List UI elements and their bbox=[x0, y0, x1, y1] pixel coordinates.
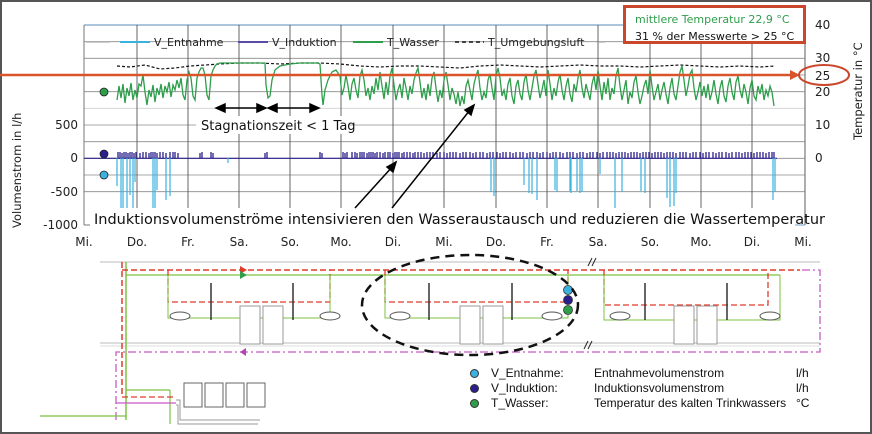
key-desc: Temperatur des kalten Trinkwassers bbox=[594, 396, 787, 410]
floor-unit-2 bbox=[384, 270, 573, 345]
stagnation-arrows bbox=[214, 102, 321, 114]
svg-text:Sa.: Sa. bbox=[230, 235, 249, 249]
chart-legend: V_Entnahme V_Induktion T_Wasser T_Umgebu… bbox=[86, 36, 605, 49]
marker-t-wasser-icon bbox=[99, 87, 109, 97]
floor-unit-3 bbox=[603, 270, 781, 345]
marker-v-entnahme-icon bbox=[99, 170, 109, 180]
svg-text:500: 500 bbox=[55, 118, 78, 132]
flow-arrow-purple-icon bbox=[240, 348, 246, 356]
stagnation-label-bg bbox=[196, 116, 348, 134]
induction-label-bg bbox=[90, 209, 790, 227]
svg-text:-1000: -1000 bbox=[43, 218, 78, 232]
svg-text:Mi.: Mi. bbox=[435, 235, 453, 249]
grid-vertical bbox=[136, 25, 753, 208]
threshold-arrow-icon bbox=[790, 70, 800, 80]
key-unit: l/h bbox=[796, 366, 809, 380]
mean-temperature-text: mittlere Temperatur 22,9 °C bbox=[635, 13, 790, 26]
svg-text:Sa.: Sa. bbox=[589, 235, 608, 249]
info-box: mittlere Temperatur 22,9 °C 31 % der Mes… bbox=[623, 5, 806, 44]
svg-text:Di.: Di. bbox=[744, 235, 760, 249]
x-tick-labels: Mi. Do. Fr. Sa. So. Mo. Di. Mi. Do. Fr. … bbox=[75, 235, 812, 249]
svg-text:V_Induktion: V_Induktion bbox=[272, 36, 337, 49]
svg-text:T_Umgebungsluft: T_Umgebungsluft bbox=[487, 36, 585, 49]
sensor-v-induktion-icon bbox=[563, 295, 573, 305]
svg-text:So.: So. bbox=[641, 235, 660, 249]
svg-text:Fr.: Fr. bbox=[181, 235, 195, 249]
svg-text:Do.: Do. bbox=[127, 235, 147, 249]
key-unit: l/h bbox=[796, 381, 809, 395]
series-v-entnahme bbox=[116, 158, 776, 208]
right-tick-labels: 40 30 20 10 0 bbox=[815, 18, 830, 165]
svg-text:Mo.: Mo. bbox=[690, 235, 711, 249]
marker-v-induktion-icon bbox=[99, 149, 109, 159]
key-var: V_Induktion: bbox=[491, 381, 558, 395]
svg-text:30: 30 bbox=[815, 51, 830, 65]
sensor-v-entnahme-icon bbox=[563, 285, 573, 295]
left-tick-labels: 500 0 -500 -1000 bbox=[43, 118, 78, 232]
svg-text:Do.: Do. bbox=[486, 235, 506, 249]
svg-text:Di.: Di. bbox=[385, 235, 401, 249]
key-unit: °C bbox=[796, 396, 810, 410]
svg-text:-500: -500 bbox=[51, 185, 78, 199]
svg-text:40: 40 bbox=[815, 18, 830, 32]
stagnation-label: Stagnationszeit < 1 Tag bbox=[201, 119, 356, 134]
grid-horizontal bbox=[84, 24, 805, 193]
svg-text:Mi.: Mi. bbox=[75, 235, 93, 249]
key-desc: Entnahmevolumenstrom bbox=[594, 366, 725, 380]
right-axis-title: Temperatur in °C bbox=[851, 42, 865, 141]
share-above-threshold-text: 31 % der Messwerte > 25 °C bbox=[635, 30, 795, 43]
left-axis-title: Volumenstrom in l/h bbox=[10, 113, 24, 228]
induction-label: Induktionsvolumenströme intensivieren de… bbox=[94, 212, 825, 228]
floor-unit-1 bbox=[167, 270, 341, 345]
highlight-ellipse bbox=[360, 253, 580, 357]
svg-text:20: 20 bbox=[815, 85, 830, 99]
threshold-label: 25 bbox=[815, 69, 830, 83]
key-desc: Induktionsvolumenstrom bbox=[594, 381, 725, 395]
key-var: T_Wasser: bbox=[491, 396, 549, 410]
threshold-ellipse bbox=[798, 64, 850, 86]
svg-text:Mi.: Mi. bbox=[794, 235, 812, 249]
sensor-t-wasser-icon bbox=[563, 305, 573, 315]
svg-text:So.: So. bbox=[281, 235, 300, 249]
piping-schematic bbox=[40, 253, 821, 425]
v-entnahme-dot-icon bbox=[470, 369, 479, 378]
svg-text:V_Entnahme: V_Entnahme bbox=[154, 36, 224, 49]
svg-text:0: 0 bbox=[70, 151, 78, 165]
key-var: V_Entnahme: bbox=[491, 366, 564, 380]
flow-arrow-green-icon bbox=[240, 271, 247, 279]
svg-text:10: 10 bbox=[815, 118, 830, 132]
t-wasser-dot-icon bbox=[470, 399, 479, 408]
induction-arrows bbox=[354, 103, 476, 209]
basement-station bbox=[40, 382, 266, 425]
series-t-wasser bbox=[116, 62, 775, 107]
series-v-induktion bbox=[117, 152, 775, 158]
svg-text:Fr.: Fr. bbox=[540, 235, 554, 249]
svg-text:Mo.: Mo. bbox=[330, 235, 351, 249]
v-induktion-dot-icon bbox=[470, 384, 479, 393]
series-t-umgebungsluft bbox=[116, 62, 776, 70]
svg-text:0: 0 bbox=[815, 151, 823, 165]
svg-text:T_Wasser: T_Wasser bbox=[386, 36, 439, 49]
